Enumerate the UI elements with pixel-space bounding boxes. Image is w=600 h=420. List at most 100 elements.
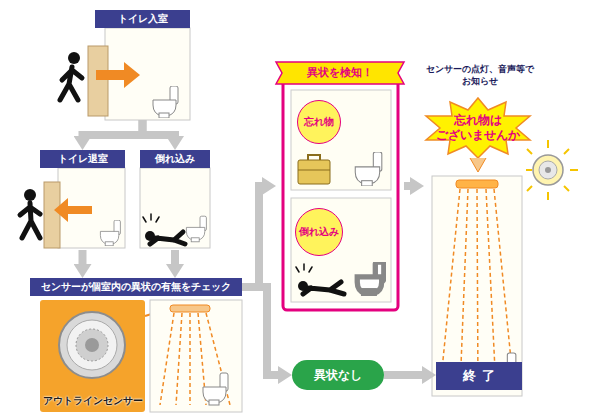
fallen-person [143, 214, 185, 244]
forgotten-bag-part [298, 170, 330, 171]
room-panel: 倒れ込み [140, 150, 210, 250]
flow-arrow [171, 250, 179, 264]
notice-room-part-part [440, 189, 460, 390]
room-enter [88, 28, 190, 120]
notice-room-part-part [460, 189, 468, 390]
room-check-part-part [189, 313, 191, 405]
glowing-sensor-part-part [564, 149, 569, 154]
bubble-starburst-part [426, 98, 530, 158]
enter-arrow [96, 62, 140, 88]
exiting-person [20, 189, 40, 238]
detection-box-text: 異状を検知！ [276, 62, 404, 84]
notice-room-part-part [486, 189, 496, 390]
walking-person-part [68, 52, 80, 64]
process-band: センサーが個室内の異状の有無をチェック [30, 278, 242, 296]
glowing-sensor-part-part [570, 169, 578, 171]
notice-panel-text: センサーの点灯、音声等で お知らせ [424, 64, 536, 87]
room-exit-part [100, 220, 120, 246]
flow-arrow [79, 250, 87, 264]
room-panel-text: トイレ退室 [40, 150, 125, 168]
tag-circle: 忘れ物 [297, 100, 341, 144]
bubble-starburst [426, 98, 530, 172]
glowing-sensor-part [539, 161, 557, 179]
room-panel: トイレ退室 [40, 150, 125, 250]
room-panel: トイレ入室 [95, 10, 190, 120]
room-check-part-part [160, 313, 174, 405]
notice-room-part-part [477, 189, 478, 390]
bubble-starburst-part [470, 158, 486, 172]
sensor-panel-part [40, 300, 145, 412]
room-check-part [160, 313, 230, 405]
sensor-panel-part [67, 320, 117, 370]
room-panel-text: トイレ入室 [95, 10, 190, 28]
forgotten-bag-part [308, 155, 320, 160]
glowing-sensor-part-part [547, 192, 549, 200]
glowing-sensor-part-part [526, 169, 532, 171]
room-panel-text: 倒れ込み [140, 150, 210, 168]
room-exit-part [44, 182, 60, 248]
detection-box [276, 62, 404, 310]
notice-room-part [456, 180, 498, 188]
tag-circle-text: 倒れ込み [299, 226, 339, 239]
room-fallen-part [186, 216, 206, 242]
notice-room-part [440, 189, 514, 390]
fallen-person-2-part [357, 262, 384, 296]
room-check-part [150, 300, 242, 412]
speech-bubble: 忘れ物は ございませんか [426, 100, 530, 156]
room-fallen [140, 168, 210, 248]
glowing-sensor-part-part [547, 140, 549, 148]
exit-arrow [54, 198, 92, 222]
flow-arrow [242, 186, 262, 287]
forgotten-bag-part [298, 160, 330, 184]
sensor-panel: アウトラインセンサー [40, 300, 145, 412]
sensor-panel [40, 300, 168, 412]
fallen-person-2 [296, 262, 384, 296]
room-check-part-part [176, 313, 182, 405]
flow-arrow [242, 287, 278, 375]
forgotten-bag-part [355, 152, 382, 186]
detection-box-part [291, 90, 391, 190]
room-check [150, 300, 242, 412]
room-exit [44, 168, 125, 248]
notice-panel: センサーの点灯、音声等で お知らせ忘れ物は ございませんか [424, 64, 536, 396]
detection-box: 異状を検知！ 忘れ物倒れ込み [276, 62, 404, 310]
sensor-panel-part [76, 329, 108, 361]
room-check-part [203, 373, 228, 405]
glowing-sensor-part-part [527, 149, 532, 154]
result-box: 異状なし [292, 360, 384, 390]
forgotten-bag [298, 152, 382, 186]
room-enter-part [153, 86, 178, 118]
flow-arrow [384, 371, 422, 379]
end-box-text: 終了 [457, 367, 501, 385]
glowing-sensor-part [545, 167, 551, 173]
glowing-sensor-part [526, 140, 578, 200]
detection-box-part [291, 198, 391, 302]
sensor-panel-part [85, 338, 99, 352]
process-band-text: センサーが個室内の異状の有無をチェック [30, 278, 242, 296]
detection-box-part [276, 62, 404, 84]
speech-bubble-text: 忘れ物は ございませんか [430, 113, 526, 143]
exiting-person-part [24, 189, 36, 201]
room-fallen-part [140, 168, 210, 248]
fallen-person-part [150, 232, 185, 244]
room-check-part [170, 305, 210, 312]
walking-person-part [60, 67, 82, 100]
glowing-sensor-part-part [564, 186, 569, 191]
detection-box-part [283, 74, 398, 310]
room-enter-part [88, 46, 108, 116]
flow-arrow [143, 120, 176, 136]
glowing-sensor [526, 140, 578, 200]
fallen-person-2-part [303, 282, 344, 294]
result-box-text: 異状なし [314, 367, 362, 384]
end-box: 終了 [436, 362, 522, 390]
glowing-sensor-part-part [527, 186, 532, 191]
glowing-sensor-part [533, 155, 563, 185]
fallen-person-2-part [296, 264, 312, 272]
exiting-person-part [20, 203, 40, 238]
tag-circle-text: 忘れ物 [304, 116, 334, 129]
sensor-panel-text: アウトラインセンサー [40, 395, 145, 408]
flow-arrow [404, 182, 410, 190]
tag-circle: 倒れ込み [295, 208, 343, 256]
